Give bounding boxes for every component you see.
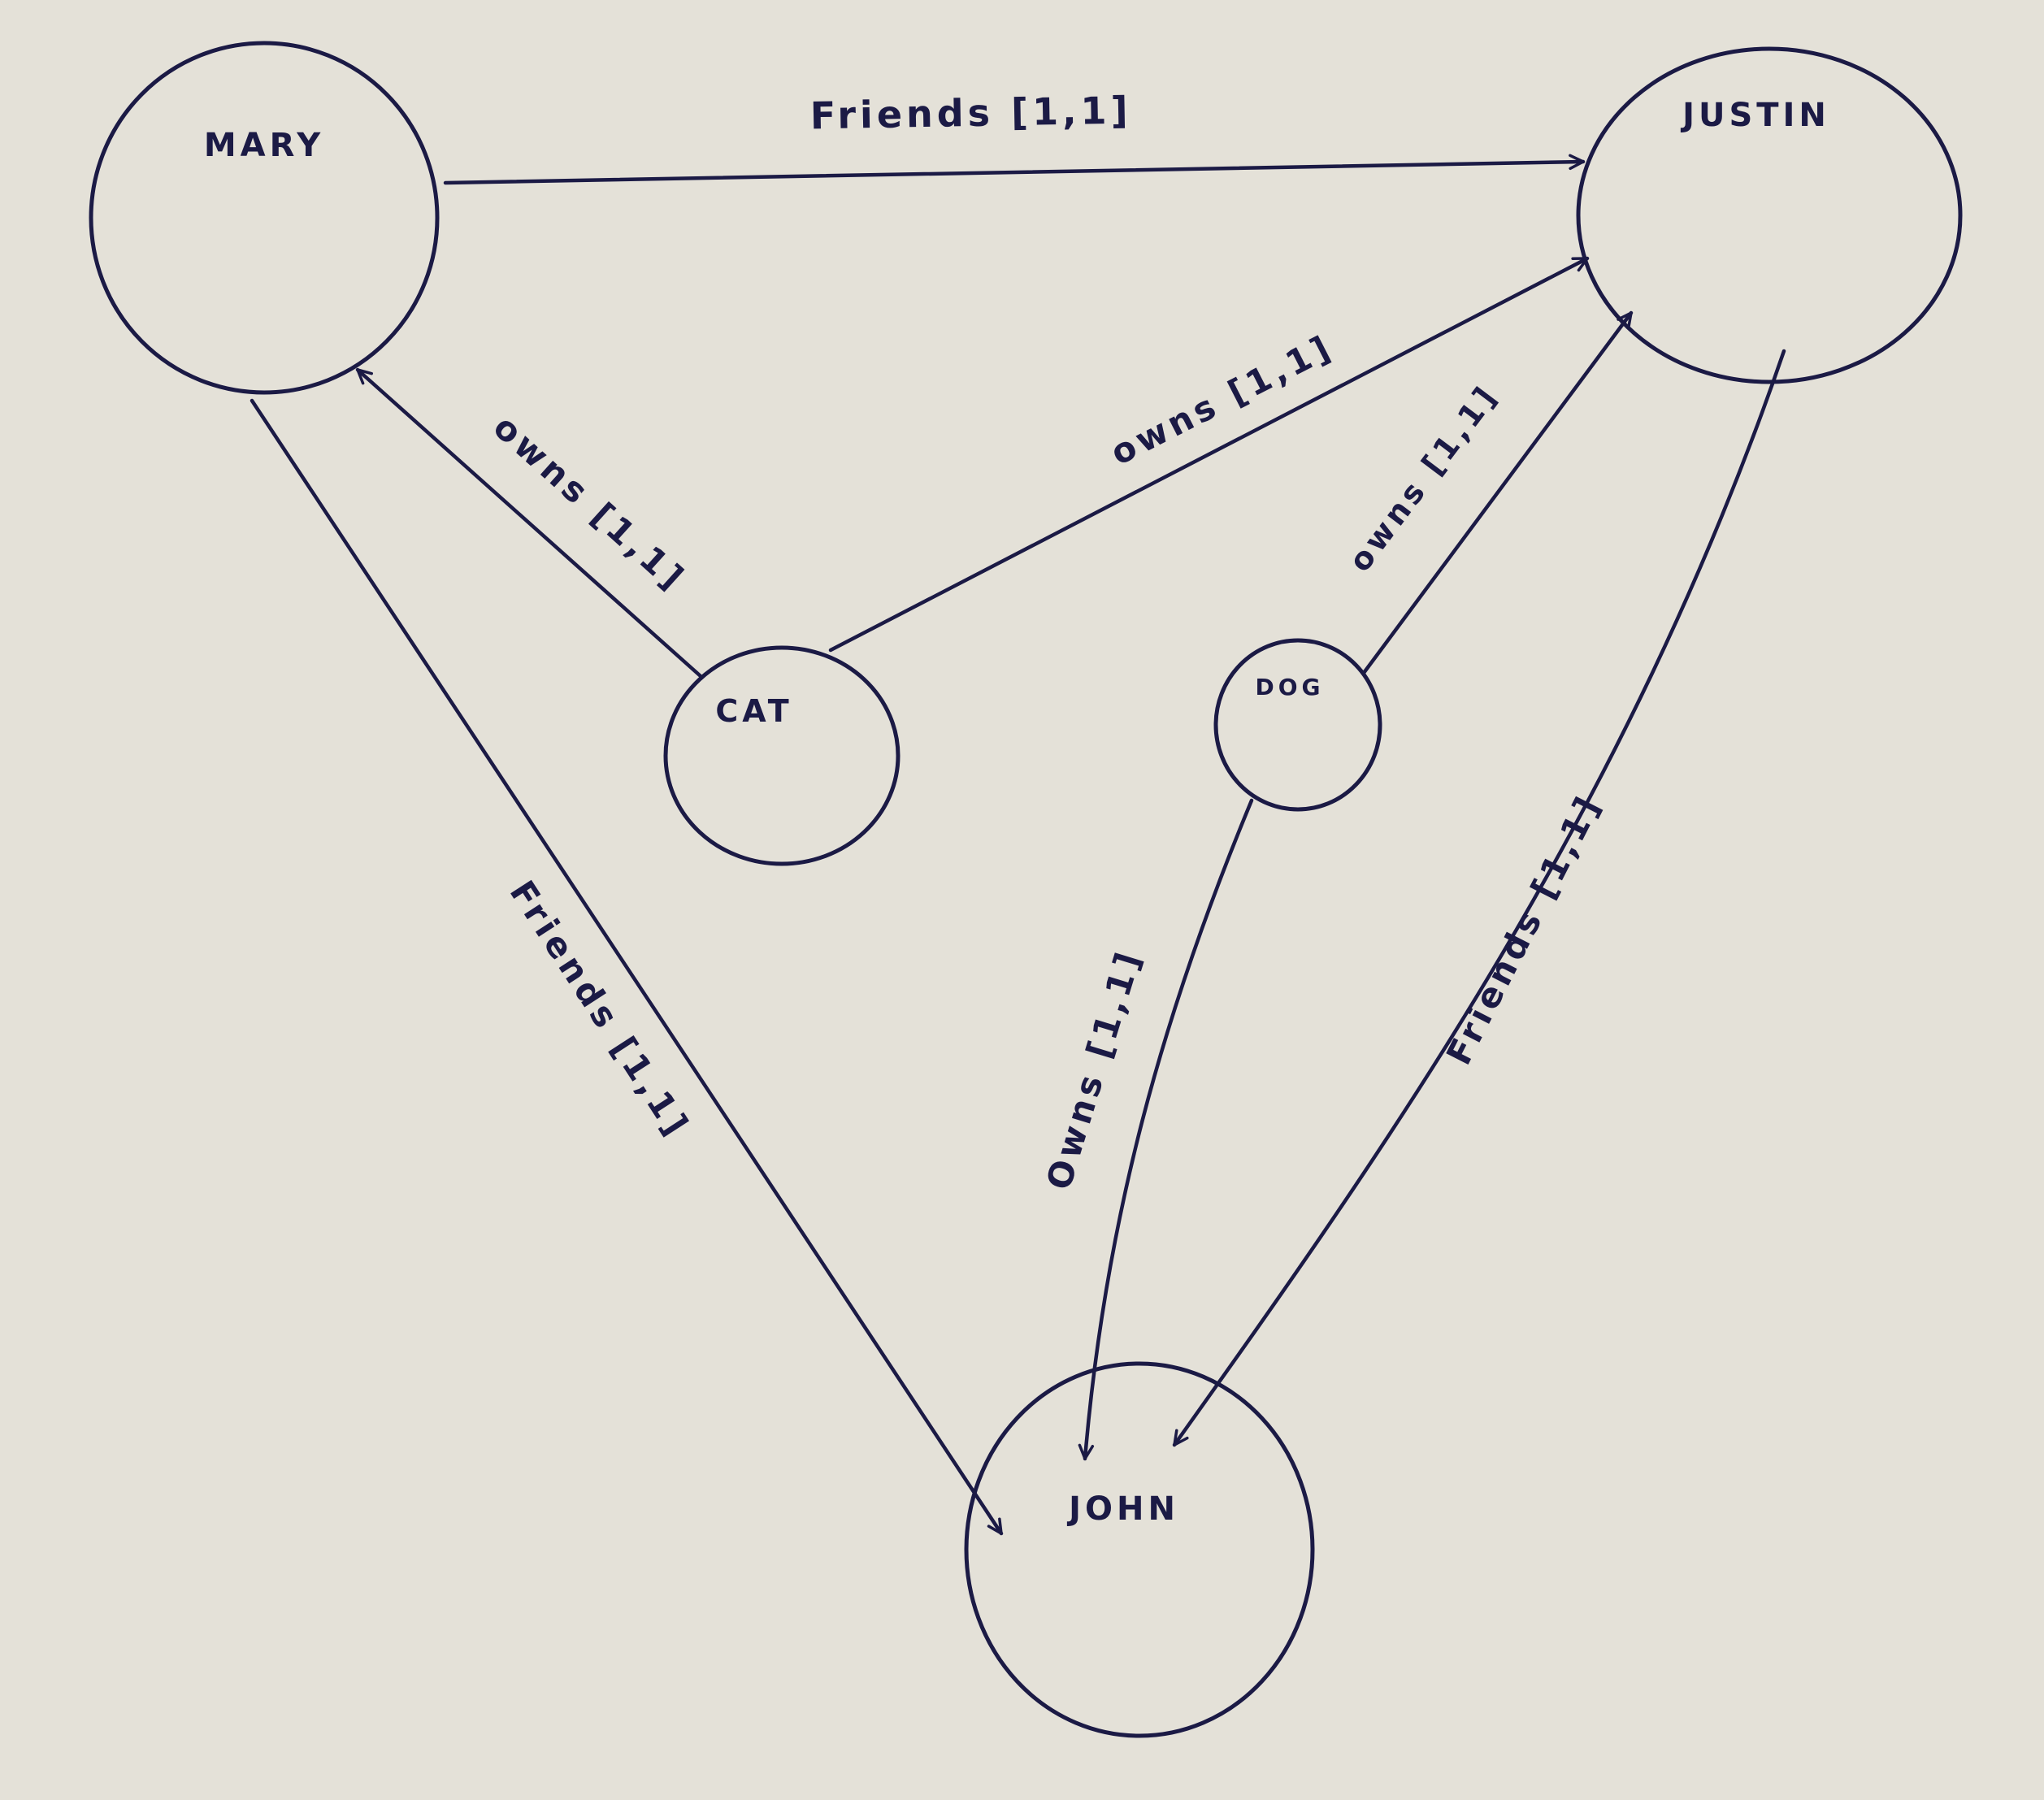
node-dog-label: DOG [1255, 674, 1324, 700]
edge-cat-justin-owns [828, 256, 1590, 653]
node-dog-circle [1213, 638, 1382, 812]
node-mary-label: MARY [204, 127, 324, 164]
edge-justin-john-friends [1172, 349, 1786, 1447]
node-justin-label: JUSTIN [1680, 97, 1830, 134]
node-cat-label: CAT [715, 693, 792, 729]
edge-label-mary-justin: Friends [1,1] [809, 89, 1132, 138]
edge-dog-john-owns [1078, 798, 1254, 1461]
edge-mary-john-friends [250, 398, 1004, 1536]
node-mary-circle [89, 41, 440, 395]
node-cat-circle [663, 645, 900, 866]
node-john-label: JOHN [1066, 1490, 1179, 1528]
edge-cat-mary-owns [355, 367, 703, 679]
edge-dog-justin-owns [1361, 310, 1634, 675]
node-john-circle [964, 1361, 1315, 1738]
node-justin-circle [1576, 46, 1963, 384]
edge-mary-justin-friends [443, 154, 1586, 185]
